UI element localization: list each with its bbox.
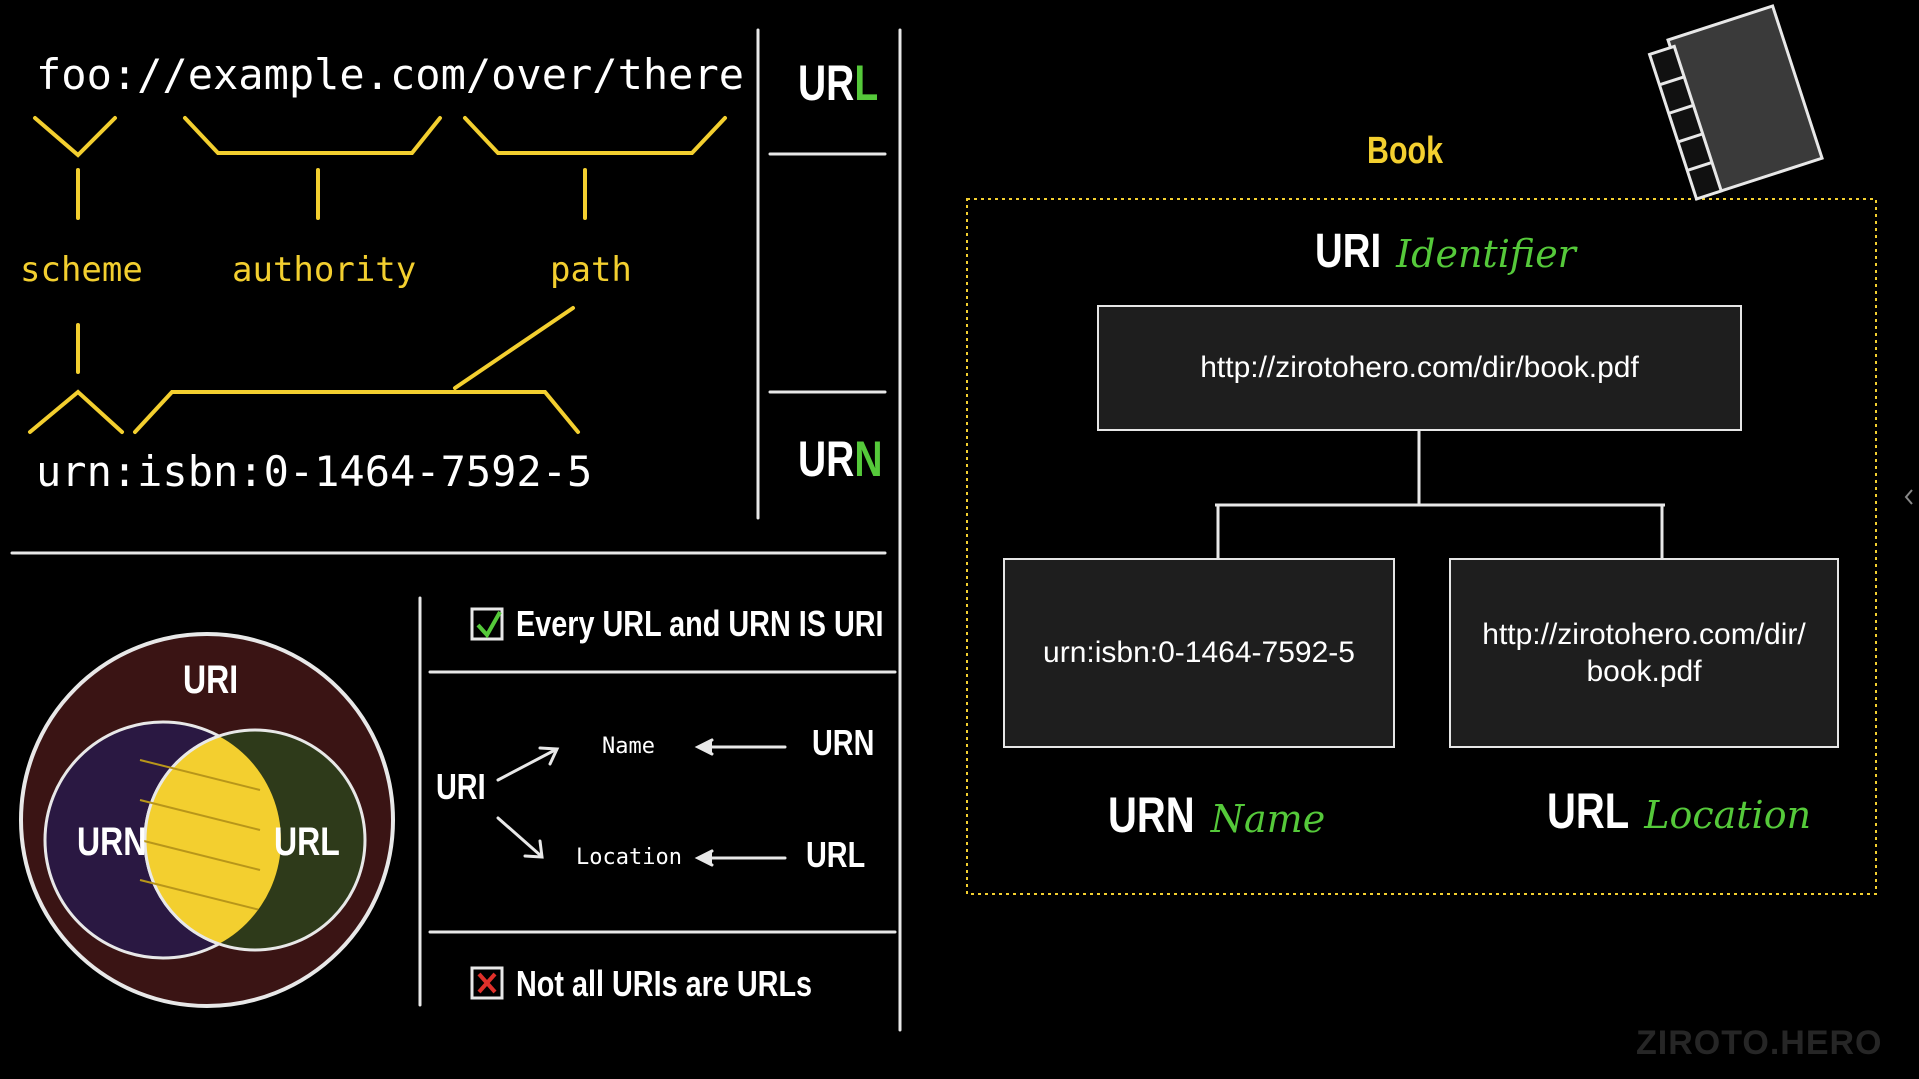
book-icon — [1647, 4, 1824, 201]
path-label: path — [550, 250, 632, 290]
scheme-label: scheme — [20, 250, 143, 290]
venn-uri-label: URI — [183, 658, 239, 702]
notes-location-label: Location — [576, 845, 682, 870]
check-note: Every URL and URN IS URI — [516, 603, 884, 644]
venn-url-label: URL — [274, 820, 340, 864]
notes-urn-label: URN — [812, 722, 875, 763]
url-example: foo://example.com/over/there — [36, 50, 745, 99]
book-label: Book — [1367, 130, 1443, 172]
top-url-box: http://zirotohero.com/dir/book.pdf — [1097, 305, 1742, 431]
url-location-title: URL Location — [1547, 783, 1812, 839]
urn-example: urn:isbn:0-1464-7592-5 — [36, 447, 593, 496]
url-heading: URL — [798, 55, 879, 111]
uri-identifier-title: URI Identifier — [1315, 225, 1576, 278]
notes-name-label: Name — [602, 734, 655, 759]
url-box: http://zirotohero.com/dir/ book.pdf — [1449, 558, 1839, 748]
notes-url-label: URL — [806, 834, 866, 875]
watermark: ZIROTO.HERO — [1636, 1024, 1883, 1062]
venn-urn-label: URN — [77, 820, 147, 864]
notes-uri-label: URI — [436, 766, 486, 807]
urn-box: urn:isbn:0-1464-7592-5 — [1003, 558, 1395, 748]
urn-name-title: URN Name — [1108, 787, 1326, 843]
cross-note: Not all URIs are URLs — [516, 963, 813, 1004]
urn-heading: URN — [798, 431, 883, 487]
authority-label: authority — [232, 250, 417, 290]
